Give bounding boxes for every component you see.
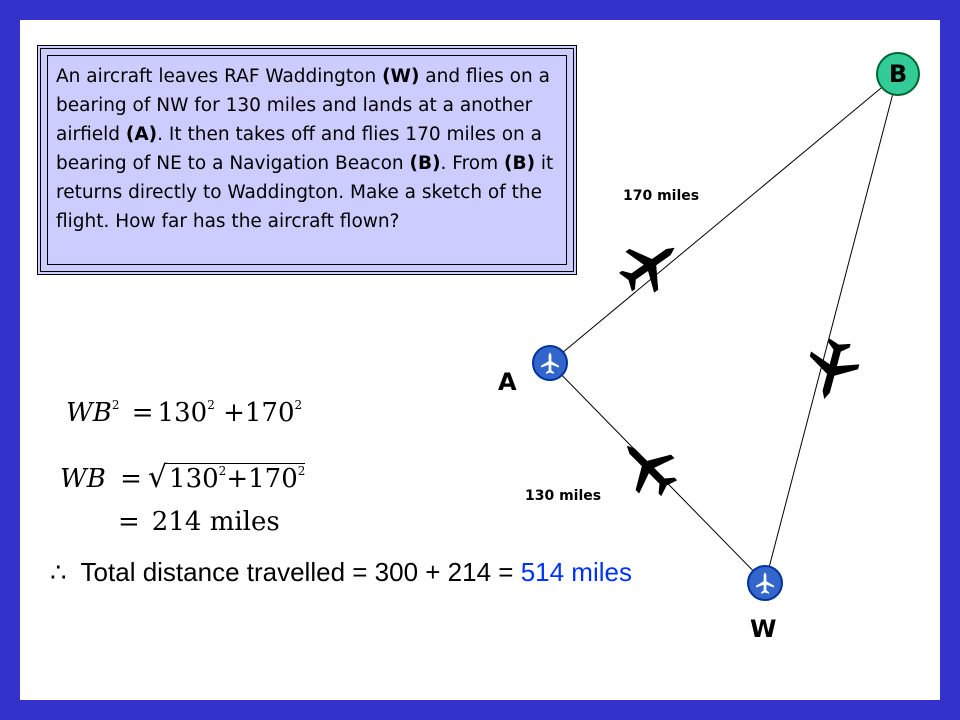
problem-seg1: An aircraft leaves RAF Waddington bbox=[56, 66, 383, 87]
problem-seg6: (B) bbox=[409, 153, 441, 174]
problem-seg7: . From bbox=[440, 153, 505, 174]
eq1-b: 170 bbox=[244, 398, 295, 428]
point-label-w: W bbox=[750, 615, 776, 643]
equation-line-2: WB =√1302+1702 bbox=[60, 460, 306, 495]
problem-seg2: (W) bbox=[382, 66, 420, 87]
result-text: Total distance travelled = 300 + 214 = bbox=[80, 557, 521, 587]
eq3-value: 214 miles bbox=[151, 507, 280, 537]
airport-marker-icon bbox=[541, 352, 559, 374]
eq2-equals: = bbox=[120, 464, 142, 494]
airport-marker-a bbox=[532, 345, 568, 381]
eq2-var: WB bbox=[60, 464, 106, 494]
airport-marker-icon bbox=[756, 572, 774, 594]
airplane-icon bbox=[800, 334, 864, 406]
path-b-w bbox=[764, 73, 899, 584]
therefore-symbol: ∴ bbox=[50, 558, 67, 588]
sqrt-icon: √1302+1702 bbox=[147, 460, 306, 495]
eq2-plus: + bbox=[226, 464, 249, 494]
eq1-exp-b: 2 bbox=[294, 398, 303, 412]
sqrt-radicand: 1302+1702 bbox=[167, 463, 306, 494]
slide: An aircraft leaves RAF Waddington (W) an… bbox=[20, 20, 940, 700]
problem-seg5: . It then takes off and flies 170 miles … bbox=[56, 124, 542, 174]
eq1-exp-lhs: 2 bbox=[111, 398, 120, 412]
airport-marker-w bbox=[747, 565, 783, 601]
problem-text: An aircraft leaves RAF Waddington (W) an… bbox=[56, 62, 558, 236]
eq1-a: 130 bbox=[157, 398, 208, 428]
eq2-exp-b: 2 bbox=[297, 464, 306, 478]
equation-line-3: = 214 miles bbox=[118, 507, 280, 537]
problem-seg4: (A) bbox=[125, 124, 158, 145]
eq1-plus: + bbox=[223, 398, 245, 428]
airplane-icon bbox=[611, 227, 689, 303]
problem-seg9: it returns directly to Waddington. Make … bbox=[56, 153, 554, 232]
eq1-var: WB bbox=[66, 398, 112, 428]
eq2-b: 170 bbox=[248, 464, 298, 494]
eq2-a: 130 bbox=[169, 464, 219, 494]
distance-label-wa: 130 miles bbox=[525, 488, 601, 504]
distance-label-ab: 170 miles bbox=[623, 188, 699, 204]
problem-seg8: (B) bbox=[504, 153, 536, 174]
problem-box: An aircraft leaves RAF Waddington (W) an… bbox=[37, 45, 577, 275]
eq1-equals: = bbox=[131, 398, 154, 428]
path-a-b bbox=[549, 73, 899, 364]
equation-line-1: WB2 =1302 +1702 bbox=[66, 398, 302, 428]
eq1-exp-a: 2 bbox=[207, 398, 215, 412]
flight-diagram: B A W 170 miles 130 miles bbox=[498, 52, 920, 643]
total-distance-result: ∴Total distance travelled = 300 + 214 = … bbox=[50, 557, 632, 588]
beacon-marker-b: B bbox=[876, 52, 920, 96]
point-label-b: B bbox=[889, 60, 907, 88]
airplane-icon bbox=[609, 428, 687, 506]
point-label-a: A bbox=[498, 368, 517, 396]
problem-seg3: and flies on a bearing of NW for 130 mil… bbox=[56, 66, 550, 145]
problem-inner: An aircraft leaves RAF Waddington (W) an… bbox=[47, 55, 567, 265]
eq3-equals: = bbox=[118, 507, 140, 537]
result-answer: 514 miles bbox=[520, 557, 632, 587]
eq2-exp-a: 2 bbox=[218, 464, 227, 478]
